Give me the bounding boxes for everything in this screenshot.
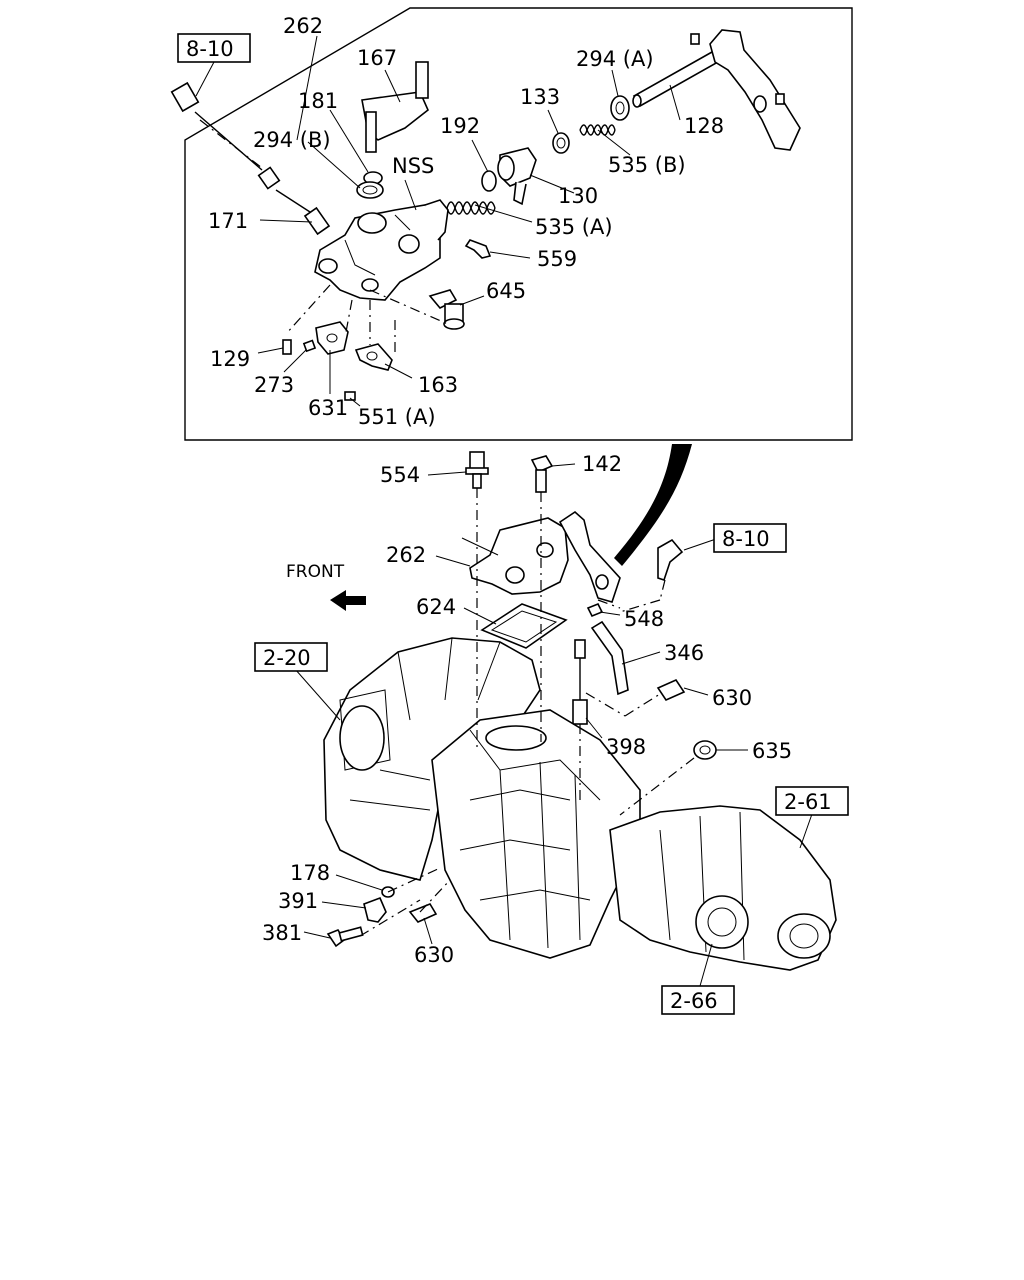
callout-624: 624 (416, 595, 456, 619)
washer-192 (481, 170, 497, 192)
callout-381: 381 (262, 921, 302, 945)
plug-635 (693, 740, 717, 760)
callout-346: 346 (664, 641, 704, 665)
callout-192: 192 (440, 114, 480, 138)
hose-346 (590, 620, 629, 696)
callout-142: 142 (582, 452, 622, 476)
callout-273: 273 (254, 373, 294, 397)
shift-block-130 (497, 147, 537, 206)
ref-box-2-61: 2-61 (775, 786, 849, 816)
switch-398 (572, 639, 588, 725)
ref-8-10-top-label: 8-10 (186, 37, 234, 61)
callout-554: 554 (380, 463, 420, 487)
detent-631 (315, 321, 349, 355)
callout-181: 181 (298, 89, 338, 113)
shift-shaft-128 (632, 29, 801, 151)
callout-129: 129 (210, 347, 250, 371)
connector-810-top (170, 81, 263, 171)
inset-leaders (257, 35, 681, 407)
bolt-142 (530, 455, 554, 493)
callout-391: 391 (278, 889, 318, 913)
callout-128: 128 (684, 114, 724, 138)
bolt-381 (326, 926, 364, 948)
callout-163: 163 (418, 373, 458, 397)
callout-635: 635 (752, 739, 792, 763)
front-indicator: FRONT (286, 562, 366, 611)
callout-nss: NSS (392, 154, 434, 178)
pin-273 (302, 339, 317, 353)
ref-2-61-label: 2-61 (784, 790, 832, 814)
pin-559 (464, 239, 492, 259)
plug-630-upper (656, 678, 686, 702)
callout-630-upper: 630 (712, 686, 752, 710)
ref-box-8-10-mid: 8-10 (713, 523, 787, 553)
washer-133 (552, 132, 570, 154)
main-labels: 554 142 262 548 624 346 630 398 635 178 … (262, 452, 792, 967)
callout-398: 398 (606, 735, 646, 759)
pin-129 (282, 339, 292, 355)
callout-178: 178 (290, 861, 330, 885)
arm-163 (354, 343, 393, 371)
main-centerlines (359, 488, 695, 937)
callout-551a: 551 (A) (358, 405, 436, 429)
gasket-624 (480, 603, 568, 649)
ref-box-2-66: 2-66 (661, 985, 735, 1015)
front-arrow-icon (330, 590, 366, 611)
switch-171 (257, 166, 331, 236)
oil-seal-294a (610, 95, 630, 121)
oil-seal-294b (356, 181, 384, 199)
bolt-554 (465, 451, 489, 489)
pin-551a (344, 391, 356, 401)
bracket-391 (363, 896, 387, 923)
ref-8-10-mid-label: 8-10 (722, 527, 770, 551)
front-label: FRONT (286, 562, 345, 582)
callout-631: 631 (308, 396, 348, 420)
bolt-645 (428, 289, 465, 330)
shift-housing-262 (314, 199, 449, 301)
callout-171: 171 (208, 209, 248, 233)
ref-2-20-label: 2-20 (263, 646, 311, 670)
ref-box-2-20: 2-20 (254, 642, 328, 672)
callout-294b: 294 (B) (253, 128, 331, 152)
shift-lever-167 (361, 61, 429, 153)
callout-294a: 294 (A) (576, 47, 654, 71)
detail-inset-frame (184, 7, 853, 441)
callout-630-lower: 630 (414, 943, 454, 967)
detail-pointer-arrow (614, 444, 692, 566)
callout-167: 167 (357, 46, 397, 70)
plug-548 (586, 602, 604, 618)
shift-housing-262-installed (461, 510, 621, 603)
callout-535b: 535 (B) (608, 153, 686, 177)
callout-548: 548 (624, 607, 664, 631)
callout-262-top: 262 (283, 14, 323, 38)
ref-box-8-10-top: 8-10 (177, 33, 251, 97)
callout-559: 559 (537, 247, 577, 271)
connector-810-mid (657, 538, 684, 582)
plug-630-lower (408, 903, 438, 923)
callout-130: 130 (558, 184, 598, 208)
main-leaders (294, 463, 813, 987)
callout-262-mid: 262 (386, 543, 426, 567)
callout-645: 645 (486, 279, 526, 303)
inset-labels: 262 167 181 294 (B) NSS 171 133 192 294 … (208, 14, 724, 429)
ref-2-66-label: 2-66 (670, 989, 718, 1013)
spring-535a (446, 201, 496, 215)
spring-535b (579, 124, 616, 136)
callout-535a: 535 (A) (535, 215, 613, 239)
transmission-case (323, 637, 837, 971)
inset-centerlines (199, 119, 451, 355)
callout-133: 133 (520, 85, 560, 109)
